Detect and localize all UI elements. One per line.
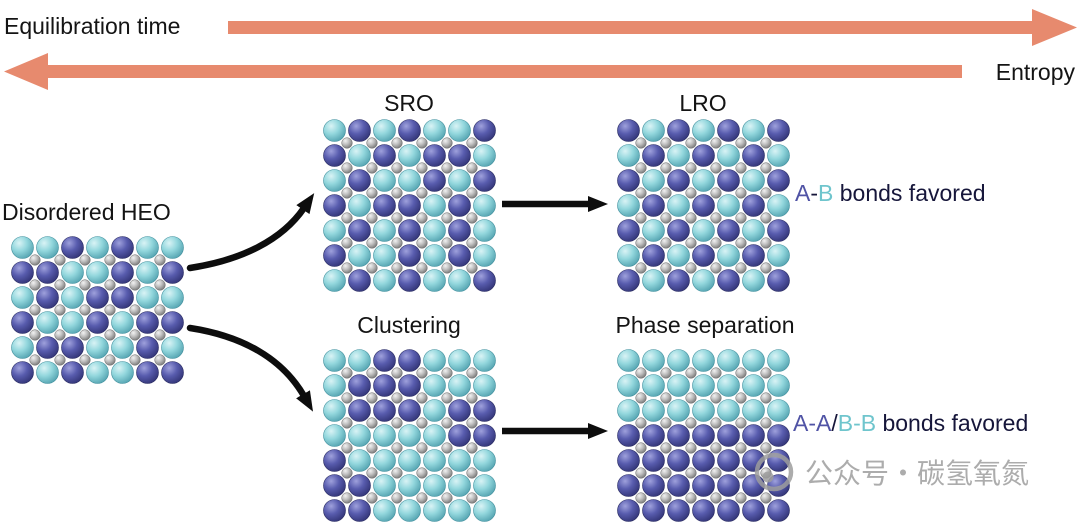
atom-b-letter: B: [818, 180, 834, 206]
watermark-text: 公众号・碳氢氧氮: [805, 458, 1030, 489]
slash: /: [831, 410, 838, 436]
sro-label: SRO: [384, 90, 434, 116]
sro-lattice: [322, 118, 497, 293]
clustering-lattice: [322, 348, 497, 523]
atom-aa-letters: A-A: [793, 410, 832, 436]
lro-label: LRO: [679, 90, 727, 116]
phase-separation-lattice: [616, 348, 791, 523]
ab-bonds-annotation: A-B bonds favored: [795, 180, 986, 207]
lro-lattice: [616, 118, 791, 293]
entropy-label: Entropy: [995, 59, 1075, 85]
ab-bonds-text: bonds favored: [833, 180, 986, 206]
branch-arrow-to-clustering: [186, 324, 314, 412]
clustering-label: Clustering: [357, 312, 461, 338]
dash: -: [810, 180, 819, 206]
equilibration-time-arrow: [228, 9, 1077, 46]
watermark: 公众号・碳氢氧氮: [752, 450, 1029, 494]
equilibration-time-label: Equilibration time: [4, 13, 181, 39]
atom-bb-letters: B-B: [837, 410, 877, 436]
watermark-logo-icon: [754, 452, 794, 492]
aabb-bonds-annotation: A-A/B-B bonds favored: [793, 410, 1028, 437]
disordered-heo-label: Disordered HEO: [2, 199, 171, 225]
disordered-heo-lattice: [10, 235, 185, 385]
phase-separation-label: Phase separation: [615, 312, 795, 338]
atom-a-letter: A: [795, 180, 811, 206]
branch-arrow-to-sro: [186, 193, 315, 272]
aabb-bonds-text: bonds favored: [876, 410, 1029, 436]
entropy-arrow: [4, 53, 962, 90]
